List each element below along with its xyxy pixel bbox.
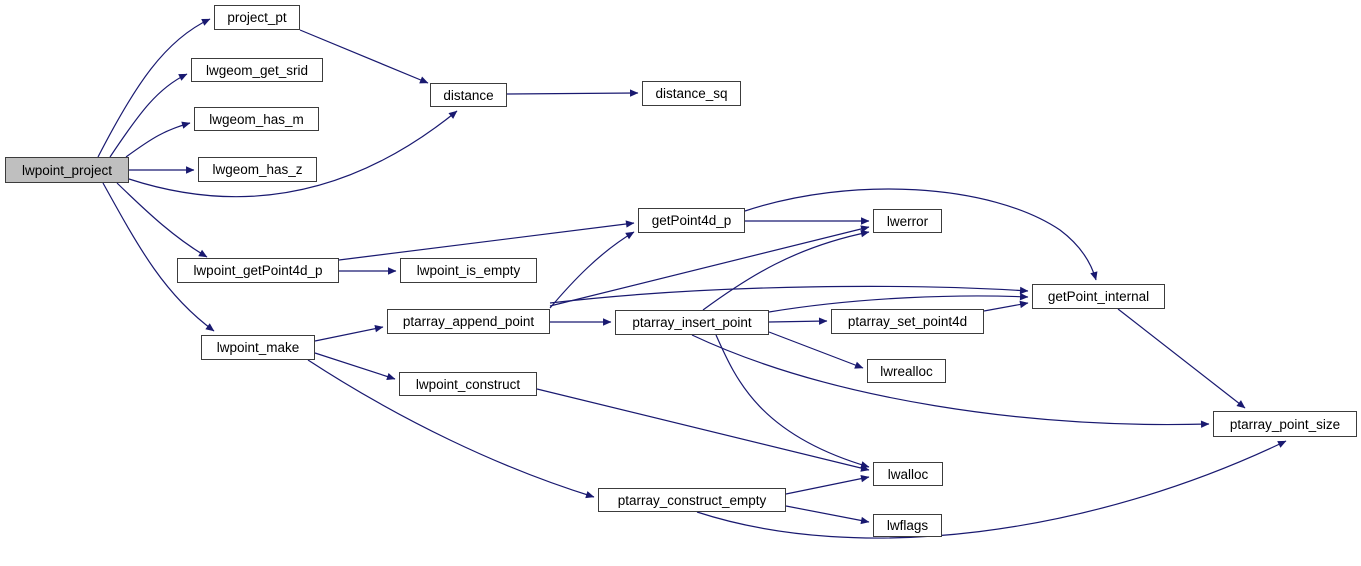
graph-node-lwrealloc[interactable]: lwrealloc: [867, 359, 946, 383]
edge-ptarray_construct_empty-to-lwflags: [785, 505, 870, 525]
edge-lwpoint_project-to-lwpoint_getPoint4d_p: [116, 182, 208, 258]
edge-ptarray_append_point-to-getPoint_internal: [549, 285, 1029, 304]
graph-node-lwgeom_has_m[interactable]: lwgeom_has_m: [194, 107, 319, 131]
edge-ptarray_insert_point-to-lwrealloc: [768, 331, 864, 369]
graph-node-lwgeom_get_srid[interactable]: lwgeom_get_srid: [191, 58, 323, 82]
graph-node-getPoint4d_p[interactable]: getPoint4d_p: [638, 208, 745, 233]
graph-node-ptarray_insert_point[interactable]: ptarray_insert_point: [615, 310, 769, 335]
graph-node-lwpoint_construct[interactable]: lwpoint_construct: [399, 372, 537, 396]
edge-ptarray_insert_point-to-getPoint_internal: [768, 292, 1029, 313]
graph-node-lwpoint_getPoint4d_p[interactable]: lwpoint_getPoint4d_p: [177, 258, 339, 283]
edge-ptarray_insert_point-to-ptarray_set_point4d: [768, 317, 828, 325]
edge-project_pt-to-distance: [299, 29, 429, 84]
graph-node-getPoint_internal[interactable]: getPoint_internal: [1032, 284, 1165, 309]
edge-lwpoint_project-to-lwpoint_make: [102, 182, 215, 332]
graph-node-ptarray_append_point[interactable]: ptarray_append_point: [387, 309, 550, 334]
graph-node-lwpoint_is_empty[interactable]: lwpoint_is_empty: [400, 258, 537, 283]
edge-getPoint_internal-to-ptarray_point_size: [1117, 308, 1246, 409]
edge-lwpoint_project-to-distance: [128, 110, 458, 198]
graph-node-lwgeom_has_z[interactable]: lwgeom_has_z: [198, 157, 317, 182]
graph-node-project_pt[interactable]: project_pt: [214, 5, 300, 30]
edge-ptarray_append_point-to-lwerror: [549, 225, 870, 307]
edge-lwpoint_make-to-ptarray_append_point: [314, 324, 384, 342]
edge-lwpoint_project-to-lwgeom_has_m: [125, 121, 191, 158]
graph-node-distance_sq[interactable]: distance_sq: [642, 81, 741, 106]
edges-group: [97, 18, 1287, 539]
edge-ptarray_insert_point-to-lwerror: [702, 229, 870, 311]
edge-lwpoint_construct-to-lwalloc: [536, 388, 870, 472]
edge-lwpoint_project-to-lwgeom_get_srid: [109, 73, 188, 158]
edge-lwpoint_make-to-lwpoint_construct: [314, 352, 396, 381]
edge-getPoint4d_p-to-getPoint_internal: [744, 188, 1098, 281]
edge-ptarray_construct_empty-to-ptarray_point_size: [696, 440, 1287, 539]
edge-lwpoint_make-to-ptarray_construct_empty: [307, 359, 595, 499]
graph-node-ptarray_set_point4d[interactable]: ptarray_set_point4d: [831, 309, 984, 334]
edge-lwpoint_project-to-project_pt: [97, 18, 211, 158]
edge-ptarray_insert_point-to-ptarray_point_size: [691, 334, 1210, 428]
graph-node-ptarray_construct_empty[interactable]: ptarray_construct_empty: [598, 488, 786, 512]
graph-node-lwpoint_make[interactable]: lwpoint_make: [201, 335, 315, 360]
graph-node-ptarray_point_size[interactable]: ptarray_point_size: [1213, 411, 1357, 437]
edge-ptarray_append_point-to-getPoint4d_p: [549, 231, 635, 309]
edge-ptarray_construct_empty-to-lwalloc: [785, 474, 870, 495]
graph-node-lwpoint_project[interactable]: lwpoint_project: [5, 157, 129, 183]
graph-node-lwerror[interactable]: lwerror: [873, 209, 942, 233]
edge-distance-to-distance_sq: [506, 89, 639, 97]
edge-lwpoint_getPoint4d_p-to-getPoint4d_p: [338, 220, 635, 261]
graph-node-lwalloc[interactable]: lwalloc: [873, 462, 943, 486]
edge-ptarray_set_point4d-to-getPoint_internal: [983, 300, 1029, 312]
graph-node-distance[interactable]: distance: [430, 83, 507, 107]
graph-node-lwflags[interactable]: lwflags: [873, 514, 942, 537]
edge-ptarray_insert_point-to-lwalloc: [715, 334, 870, 469]
